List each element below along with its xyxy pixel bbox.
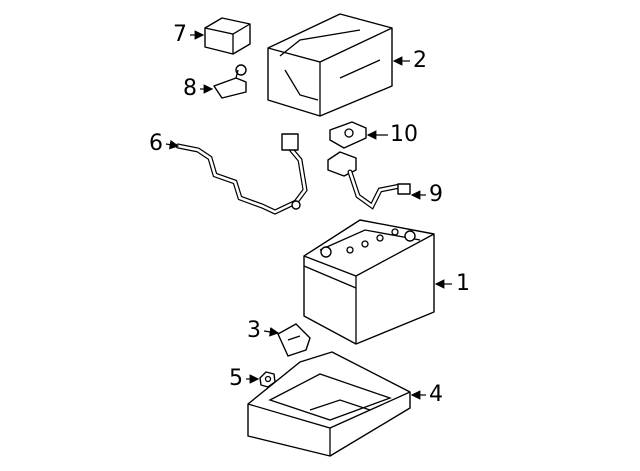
callout-9: 9 [429, 182, 443, 207]
leader-lines [165, 30, 452, 400]
battery-part [303, 219, 435, 345]
callout-3: 3 [247, 318, 261, 343]
callout-2: 2 [413, 48, 427, 73]
battery-box-part [267, 13, 393, 117]
wiring-harness-part [175, 133, 308, 215]
bracket-part [329, 121, 367, 149]
callout-10: 10 [390, 122, 418, 147]
battery-tray-part [247, 351, 411, 457]
callout-6: 6 [149, 131, 163, 156]
callout-4: 4 [429, 382, 443, 407]
callout-1: 1 [456, 271, 470, 296]
callout-7: 7 [173, 22, 187, 47]
hold-down-clamp-part [277, 323, 311, 357]
terminal-clamp-part [213, 64, 247, 99]
callout-5: 5 [229, 366, 243, 391]
callout-8: 8 [183, 76, 197, 101]
negative-cable-part [327, 151, 411, 210]
terminal-cover-part [204, 17, 251, 55]
